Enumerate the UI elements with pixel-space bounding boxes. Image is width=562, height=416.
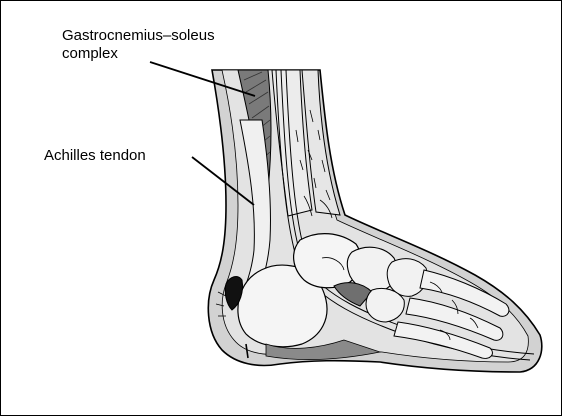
achilles-tendon-label: Achilles tendon xyxy=(44,147,146,165)
gastrocnemius-soleus-label: Gastrocnemius–soleus complex xyxy=(62,27,215,63)
gastrocnemius-label-line1: Gastrocnemius–soleus xyxy=(62,27,215,45)
gastrocnemius-label-line2: complex xyxy=(62,45,215,63)
